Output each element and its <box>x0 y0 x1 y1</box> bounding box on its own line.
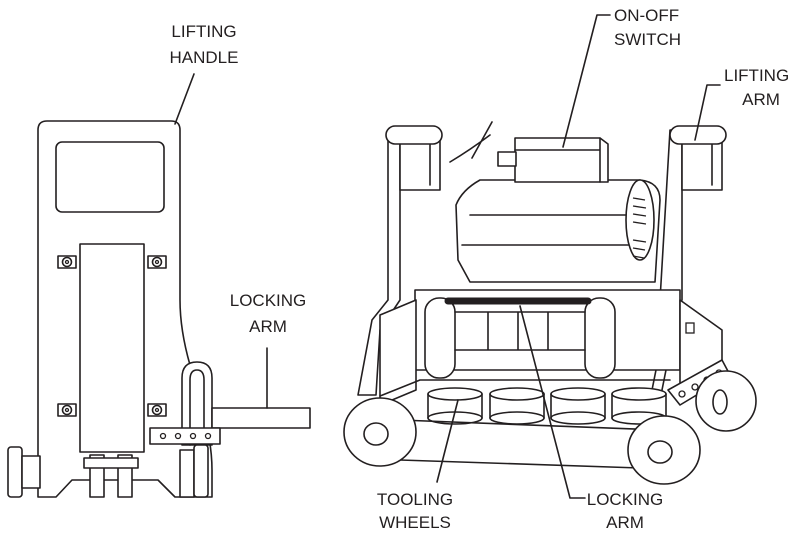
leader-lifting-handle <box>174 73 195 125</box>
leader-on-off <box>562 14 611 148</box>
side-center-panel <box>79 243 145 453</box>
label-on-off-1: ON-OFF <box>614 6 679 25</box>
drive-wheels <box>343 370 757 485</box>
front-view <box>343 14 757 499</box>
label-lifting-arm-1: LIFTING <box>724 66 789 85</box>
labels: LIFTING HANDLE LOCKING ARM ON-OFF SWITCH… <box>170 6 790 532</box>
side-view <box>7 73 311 498</box>
switch-box <box>514 137 609 183</box>
label-lifting-arm-2: ARM <box>742 90 780 109</box>
side-window <box>55 141 165 213</box>
label-locking-arm-bottom-1: LOCKING <box>587 490 664 509</box>
side-locking-bar <box>211 407 311 429</box>
motor-housing <box>455 179 661 283</box>
tooling-wheels <box>427 387 667 425</box>
label-tooling-wheels-1: TOOLING <box>377 490 453 509</box>
leader-locking-arm-bottom <box>519 305 586 499</box>
leader-tooling-wheels <box>436 399 459 483</box>
label-tooling-wheels-2: WHEELS <box>379 513 451 532</box>
side-clamp <box>149 427 221 445</box>
label-locking-arm-bottom-2: ARM <box>606 513 644 532</box>
leader-lifting-arm <box>694 84 721 141</box>
side-wheels <box>7 444 209 498</box>
label-locking-arm-left-2: ARM <box>249 317 287 336</box>
label-lifting-handle-1: LIFTING <box>171 22 236 41</box>
label-locking-arm-left-1: LOCKING <box>230 291 307 310</box>
label-on-off-2: SWITCH <box>614 30 681 49</box>
label-lifting-handle-2: HANDLE <box>170 48 239 67</box>
side-bolts <box>57 255 167 417</box>
